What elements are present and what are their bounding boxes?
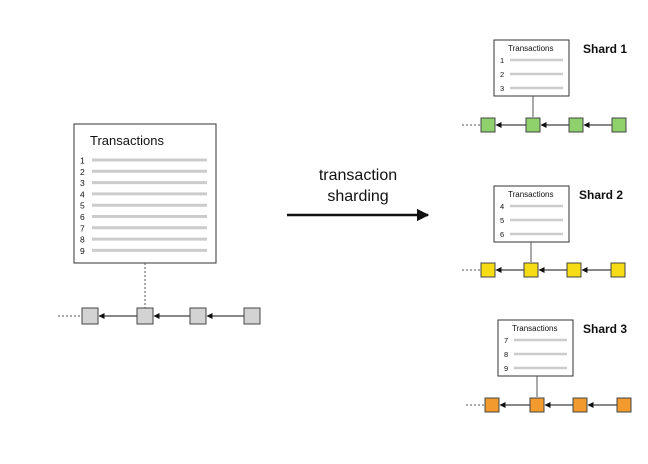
shard-row-number: 4 bbox=[500, 202, 504, 211]
shard-row-number: 5 bbox=[500, 216, 504, 225]
shard-2: Transactions 4 5 6 Shard 2 bbox=[462, 185, 626, 278]
main-row-number: 1 bbox=[80, 156, 85, 166]
shard-transactions-title: Transactions bbox=[508, 190, 554, 199]
main-row-number: 8 bbox=[80, 235, 85, 245]
arrow-label-line-1: transaction bbox=[319, 167, 397, 184]
shard-transactions-box bbox=[493, 185, 570, 243]
shard-transactions-title: Transactions bbox=[512, 324, 558, 333]
shard-row-number: 6 bbox=[500, 230, 504, 239]
shard-3: Transactions 7 8 9 Shard 3 bbox=[466, 319, 632, 413]
main-transactions-title: Transactions bbox=[90, 133, 164, 148]
shard-block bbox=[484, 397, 500, 413]
shard-label: Shard 3 bbox=[583, 322, 627, 336]
main-block bbox=[189, 307, 207, 325]
shard-block bbox=[611, 117, 627, 133]
shard-block bbox=[616, 397, 632, 413]
shard-block bbox=[525, 117, 541, 133]
main-row-number: 6 bbox=[80, 212, 85, 222]
shard-1: Transactions 1 2 3 Shard 1 bbox=[462, 39, 627, 133]
sharding-arrow-group: transaction sharding bbox=[287, 167, 430, 222]
shard-row-number: 7 bbox=[504, 336, 508, 345]
shard-block bbox=[529, 397, 545, 413]
shard-row-number: 8 bbox=[504, 350, 508, 359]
shard-transactions-box bbox=[493, 39, 570, 97]
shard-block bbox=[568, 117, 584, 133]
main-row-number: 5 bbox=[80, 201, 85, 211]
main-block bbox=[81, 307, 99, 325]
shard-row-number: 1 bbox=[500, 56, 504, 65]
main-block bbox=[136, 307, 154, 325]
main-block bbox=[243, 307, 261, 325]
shard-block bbox=[480, 117, 496, 133]
shard-block bbox=[572, 397, 588, 413]
shard-block bbox=[523, 262, 539, 278]
shard-block bbox=[480, 262, 496, 278]
main-row-number: 9 bbox=[80, 246, 85, 256]
shard-transactions-title: Transactions bbox=[508, 44, 554, 53]
shard-block bbox=[566, 262, 582, 278]
shard-row-number: 2 bbox=[500, 70, 504, 79]
main-row-number: 7 bbox=[80, 223, 85, 233]
shard-row-number: 9 bbox=[504, 364, 508, 373]
shard-row-number: 3 bbox=[500, 84, 504, 93]
main-row-number: 2 bbox=[80, 167, 85, 177]
main-row-number: 4 bbox=[80, 189, 85, 199]
arrow-label-line-2: sharding bbox=[327, 188, 388, 205]
shard-label: Shard 1 bbox=[583, 42, 627, 56]
main-blockchain bbox=[58, 307, 261, 325]
shard-transactions-box bbox=[497, 319, 574, 377]
shard-block bbox=[610, 262, 626, 278]
main-row-number: 3 bbox=[80, 178, 85, 188]
shard-label: Shard 2 bbox=[579, 188, 623, 202]
